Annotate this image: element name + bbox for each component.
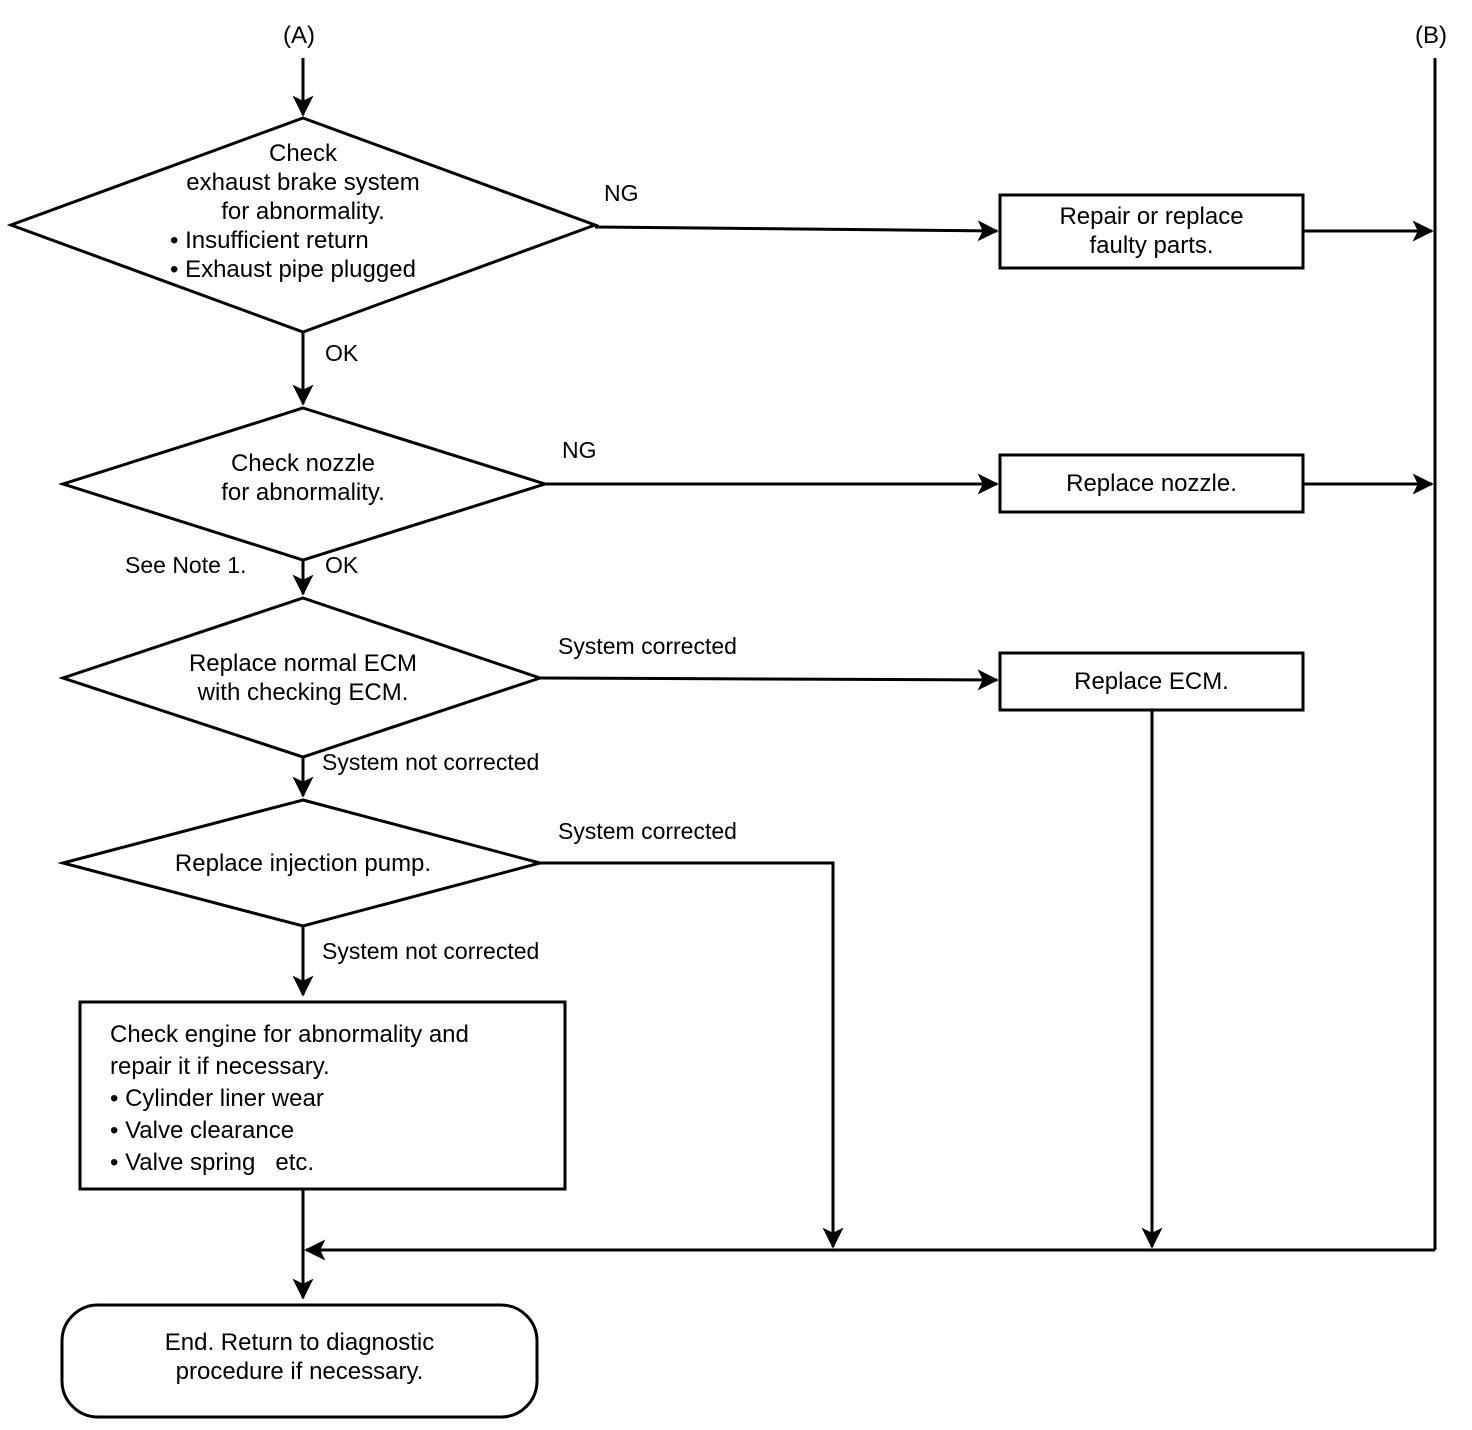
- node-b1-line2: faulty parts.: [1089, 232, 1214, 259]
- node-d1-line3: for abnormality.: [221, 198, 385, 225]
- edge-label-d1-ok: OK: [325, 340, 359, 366]
- edge-label-d4-corrected: System corrected: [558, 818, 737, 844]
- node-d1-line2: exhaust brake system: [186, 169, 420, 196]
- node-shape-b3: [998, 651, 1305, 712]
- node-b2-line1: Replace nozzle.: [1066, 470, 1237, 497]
- node-b1-line1: Repair or replace: [1059, 203, 1244, 230]
- edge-d4-corrected: [540, 861, 844, 1249]
- edge-label-d3-not-corrected: System not corrected: [322, 749, 540, 775]
- node-shape-b1: [998, 193, 1305, 270]
- connector-label-a: (A): [283, 22, 315, 49]
- node-d1-line1: Check: [268, 140, 338, 167]
- node-d3-line2: with checking ECM.: [197, 679, 409, 706]
- node-d1-bullet1: • Insufficient return: [170, 227, 369, 254]
- edge-d1-ng: [594, 220, 999, 242]
- node-b3-line1: Replace ECM.: [1074, 668, 1229, 695]
- node-d1-bullet2: • Exhaust pipe plugged: [170, 256, 416, 283]
- node-b4-bullet1: • Cylinder liner wear: [110, 1085, 324, 1112]
- edge-label-d4-not-corrected: System not corrected: [322, 938, 540, 964]
- node-b4-line1: Check engine for abnormality and: [110, 1021, 469, 1048]
- edge-d3-corrected: [539, 669, 999, 691]
- edge-label-d2-ng: NG: [562, 437, 597, 463]
- edge-label-d2-ok: OK: [325, 552, 359, 578]
- node-b4-bullet3: • Valve spring etc.: [110, 1149, 315, 1176]
- node-end-line2: procedure if necessary.: [175, 1358, 424, 1385]
- connector-label-b: (B): [1415, 22, 1447, 49]
- node-d2-line2: for abnormality.: [221, 479, 385, 506]
- node-shape-b4: [78, 1000, 567, 1191]
- node-d4-line1: Replace injection pump.: [174, 850, 432, 877]
- edge-label-see-note-1: See Note 1.: [125, 552, 247, 578]
- node-d2-line1: Check nozzle: [230, 450, 376, 477]
- node-end-line1: End. Return to diagnostic: [164, 1329, 435, 1356]
- edge-label-d3-corrected: System corrected: [558, 633, 737, 659]
- node-b4-line2: repair it if necessary.: [110, 1053, 330, 1080]
- node-d3-line1: Replace normal ECM: [188, 650, 418, 677]
- node-shape-end: [60, 1303, 539, 1419]
- node-b4-bullet2: • Valve clearance: [110, 1117, 295, 1144]
- edge-label-d1-ng: NG: [604, 180, 639, 206]
